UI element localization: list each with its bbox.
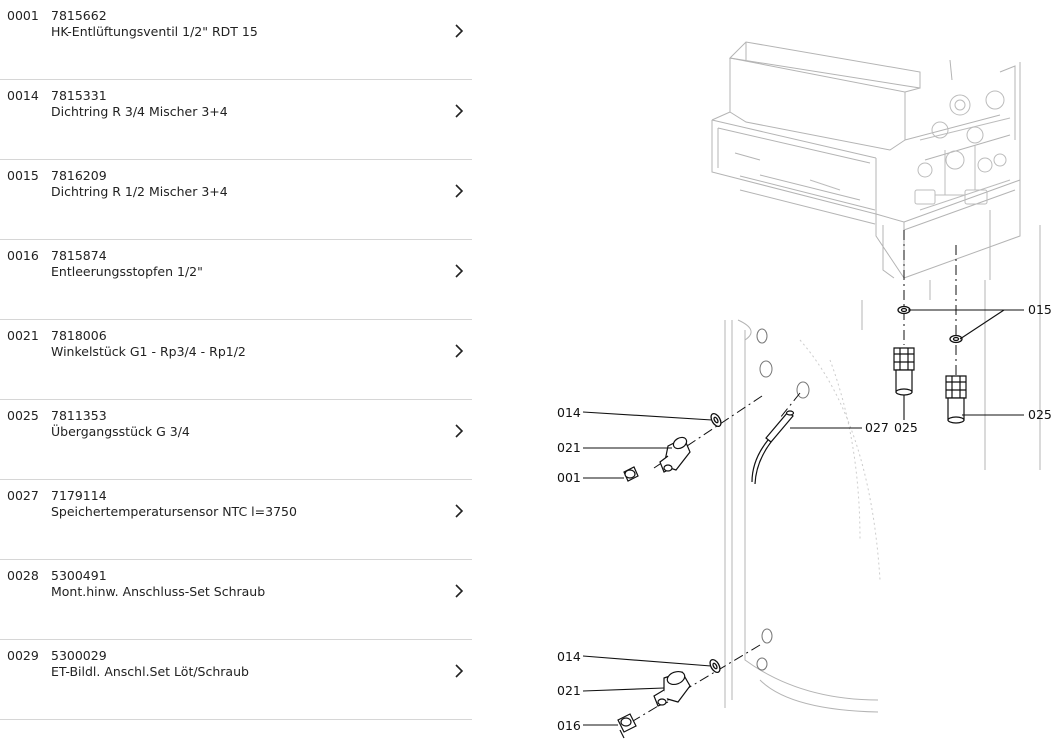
gasket-014-icon bbox=[709, 412, 722, 674]
parts-list-item[interactable]: 0001 7815662 HK-Entlüftungsventil 1/2" R… bbox=[0, 0, 472, 80]
chevron-right-icon[interactable] bbox=[452, 102, 466, 120]
part-number: 5300029 bbox=[51, 648, 107, 663]
parts-list-item[interactable]: 0014 7815331 Dichtring R 3/4 Mischer 3+4 bbox=[0, 80, 472, 160]
part-description: Winkelstück G1 - Rp3/4 - Rp1/2 bbox=[51, 344, 246, 359]
drain-plug-016-icon bbox=[617, 713, 637, 739]
part-number: 5300491 bbox=[51, 568, 107, 583]
exploded-view-drawing: 015 025 027 025 014 021 001 014 021 016 bbox=[557, 41, 1052, 739]
parts-list-item[interactable]: 0025 7811353 Übergangsstück G 3/4 bbox=[0, 400, 472, 480]
leader-lines bbox=[582, 309, 1024, 726]
part-description: HK-Entlüftungsventil 1/2" RDT 15 bbox=[51, 24, 258, 39]
part-description: ET-Bildl. Anschl.Set Löt/Schraub bbox=[51, 664, 249, 679]
exploded-view-diagram: 015 025 027 025 014 021 001 014 021 016 bbox=[472, 0, 1063, 756]
part-number: 7815662 bbox=[51, 8, 107, 23]
cylinder-sockets bbox=[756, 328, 810, 671]
part-number: 7818006 bbox=[51, 328, 107, 343]
callout-014[interactable]: 014 bbox=[557, 405, 581, 420]
part-position: 0001 bbox=[7, 8, 39, 23]
part-description: Mont.hinw. Anschluss-Set Schraub bbox=[51, 584, 266, 599]
storage-cylinder bbox=[724, 210, 1041, 713]
boiler-housing bbox=[711, 41, 1021, 279]
callout-025[interactable]: 025 bbox=[1028, 407, 1052, 422]
elbow-021-icon bbox=[653, 436, 691, 707]
chevron-right-icon[interactable] bbox=[452, 422, 466, 440]
part-position: 0015 bbox=[7, 168, 39, 183]
callout-001[interactable]: 001 bbox=[557, 470, 581, 485]
parts-list-item[interactable]: 0021 7818006 Winkelstück G1 - Rp3/4 - Rp… bbox=[0, 320, 472, 400]
callout-014[interactable]: 014 bbox=[557, 649, 581, 664]
boiler-internals bbox=[809, 90, 1011, 211]
part-position: 0027 bbox=[7, 488, 39, 503]
callout-021[interactable]: 021 bbox=[557, 683, 581, 698]
chevron-right-icon[interactable] bbox=[452, 342, 466, 360]
part-description: Dichtring R 3/4 Mischer 3+4 bbox=[51, 104, 228, 119]
vent-valve-001-icon bbox=[623, 466, 639, 482]
chevron-right-icon[interactable] bbox=[452, 262, 466, 280]
parts-list-item[interactable]: 0016 7815874 Entleerungsstopfen 1/2" bbox=[0, 240, 472, 320]
part-description: Entleerungsstopfen 1/2" bbox=[51, 264, 203, 279]
part-number: 7811353 bbox=[51, 408, 107, 423]
chevron-right-icon[interactable] bbox=[452, 662, 466, 680]
parts-list-item[interactable]: 0029 5300029 ET-Bildl. Anschl.Set Löt/Sc… bbox=[0, 640, 472, 720]
chevron-right-icon[interactable] bbox=[452, 22, 466, 40]
part-position: 0028 bbox=[7, 568, 39, 583]
assembly-axes bbox=[627, 230, 957, 725]
parts-list-item[interactable]: 0028 5300491 Mont.hinw. Anschluss-Set Sc… bbox=[0, 560, 472, 640]
chevron-right-icon[interactable] bbox=[452, 502, 466, 520]
chevron-right-icon[interactable] bbox=[452, 582, 466, 600]
callout-021[interactable]: 021 bbox=[557, 440, 581, 455]
adaptor-025-icon bbox=[893, 347, 967, 424]
callout-025[interactable]: 025 bbox=[894, 420, 918, 435]
callout-016[interactable]: 016 bbox=[557, 718, 581, 733]
part-position: 0016 bbox=[7, 248, 39, 263]
part-position: 0021 bbox=[7, 328, 39, 343]
part-description: Dichtring R 1/2 Mischer 3+4 bbox=[51, 184, 228, 199]
part-position: 0025 bbox=[7, 408, 39, 423]
cylinder-dotted-outline bbox=[799, 339, 881, 581]
sensor-027-icon bbox=[751, 410, 795, 485]
parts-list-item[interactable]: 0027 7179114 Speichertemperatursensor NT… bbox=[0, 480, 472, 560]
chevron-right-icon[interactable] bbox=[452, 182, 466, 200]
part-number: 7816209 bbox=[51, 168, 107, 183]
part-number: 7815331 bbox=[51, 88, 107, 103]
callout-027[interactable]: 027 bbox=[865, 420, 889, 435]
part-description: Übergangsstück G 3/4 bbox=[51, 424, 190, 439]
part-number: 7815874 bbox=[51, 248, 107, 263]
parts-list-item[interactable]: 0015 7816209 Dichtring R 1/2 Mischer 3+4 bbox=[0, 160, 472, 240]
gasket-015-icon bbox=[897, 305, 963, 344]
part-description: Speichertemperatursensor NTC l=3750 bbox=[51, 504, 297, 519]
part-position: 0014 bbox=[7, 88, 39, 103]
part-position: 0029 bbox=[7, 648, 39, 663]
callout-015[interactable]: 015 bbox=[1028, 302, 1052, 317]
part-number: 7179114 bbox=[51, 488, 107, 503]
parts-list: 0001 7815662 HK-Entlüftungsventil 1/2" R… bbox=[0, 0, 472, 756]
